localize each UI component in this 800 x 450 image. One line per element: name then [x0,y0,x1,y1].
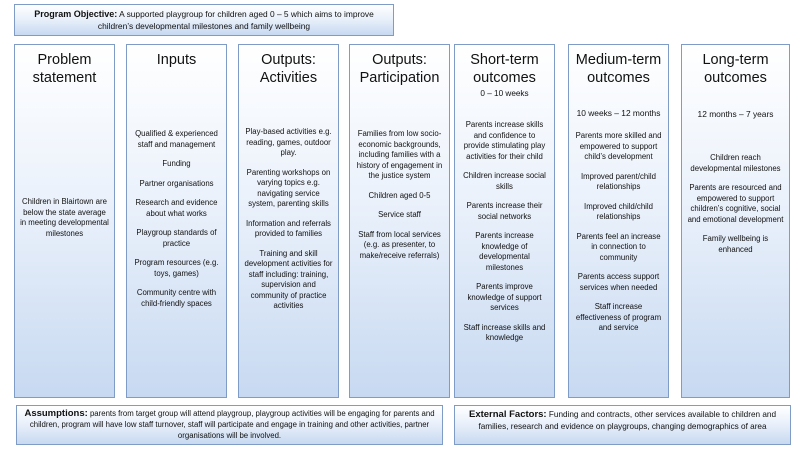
list-item: Research and evidence about what works [135,198,218,218]
list-item: Partner organisations [139,178,214,188]
column-items: Play-based activities e.g. reading, game… [244,127,333,312]
list-item: Children aged 0-5 [368,190,431,200]
column-items: Parents more skilled and empowered to su… [574,131,663,334]
list-item: Improved child/child relationships [584,201,653,222]
column-outputs-participation: Outputs: Participation Families from low… [349,44,450,398]
column-items: Qualified & experienced staff and manage… [132,129,221,309]
list-item: Parents increase knowledge of developmen… [475,231,534,272]
column-medium-term-outcomes: Medium-term outcomes 10 weeks – 12 month… [568,44,669,398]
list-item: Community centre with child-friendly spa… [136,288,217,308]
list-item: Improved parent/child relationships [581,171,656,192]
list-item: Staff from local services (e.g. as prese… [358,229,441,260]
list-item: Children reach developmental milestones [690,153,781,173]
list-item: Training and skill development activitie… [244,248,333,311]
column-timeframe: 10 weeks – 12 months [576,108,661,118]
list-item: Staff increase effectiveness of program … [575,302,662,332]
list-item: Parents increase skills and confidence t… [463,120,546,161]
list-item: Information and referrals provided to fa… [246,218,331,239]
assumptions-text: parents from target group will attend pl… [29,409,435,440]
list-item: Service staff [378,210,421,219]
column-problem-statement: Problem statement Children in Blairtown … [14,44,115,398]
column-timeframe: 12 months – 7 years [697,109,774,119]
column-timeframe: 0 – 10 weeks [480,89,529,98]
column-title: Outputs: Activities [259,52,318,86]
column-title: Medium-term outcomes [575,52,662,86]
program-objective-box: Program Objective: A supported playgroup… [14,4,394,36]
objective-label: Program Objective: [34,9,118,19]
assumptions-box: Assumptions: parents from target group w… [16,405,443,445]
list-item: Staff increase skills and knowledge [463,322,546,343]
list-item: Family wellbeing is enhanced [702,234,769,254]
objective-text: A supported playgroup for children aged … [97,9,374,31]
list-item: Parents more skilled and empowered to su… [575,131,662,161]
list-item: Parents improve knowledge of support ser… [467,282,542,312]
list-item: Playgroup standards of practice [136,228,217,248]
external-factors-label: External Factors: [468,409,547,420]
list-item: Play-based activities e.g. reading, game… [245,127,332,157]
list-item: Parents feel an increase in connection t… [576,231,661,262]
assumptions-label: Assumptions: [24,408,88,419]
list-item: Children increase social skills [463,171,546,191]
list-item: Parenting workshops on varying topics e.… [246,167,331,209]
column-inputs: Inputs Qualified & experienced staff and… [126,44,227,398]
column-title: Long-term outcomes [702,52,769,86]
column-items: Children reach developmental milestones … [687,153,784,255]
list-item: Parents access support services when nee… [577,272,660,292]
column-title: Outputs: Participation [359,52,440,86]
list-item: Families from low socio-economic backgro… [356,129,443,180]
list-item: Funding [162,159,191,168]
external-factors-box: External Factors: Funding and contracts,… [454,405,791,445]
list-item: Qualified & experienced staff and manage… [135,129,218,149]
column-long-term-outcomes: Long-term outcomes 12 months – 7 years C… [681,44,790,398]
list-item: Children in Blairtown are below the stat… [20,197,109,238]
column-short-term-outcomes: Short-term outcomes 0 – 10 weeks Parents… [454,44,555,398]
column-title: Short-term outcomes [470,52,539,86]
column-outputs-activities: Outputs: Activities Play-based activitie… [238,44,339,398]
column-items: Children in Blairtown are below the stat… [20,197,109,239]
column-title: Problem statement [32,52,97,86]
list-item: Parents are resourced and empowered to s… [687,183,784,224]
external-factors-text: Funding and contracts, other services av… [478,410,776,431]
column-items: Families from low socio-economic backgro… [355,129,444,261]
list-item: Parents increase their social networks [466,201,543,221]
list-item: Program resources (e.g. toys, games) [134,258,219,278]
column-title: Inputs [156,52,197,68]
column-items: Parents increase skills and confidence t… [460,120,549,344]
